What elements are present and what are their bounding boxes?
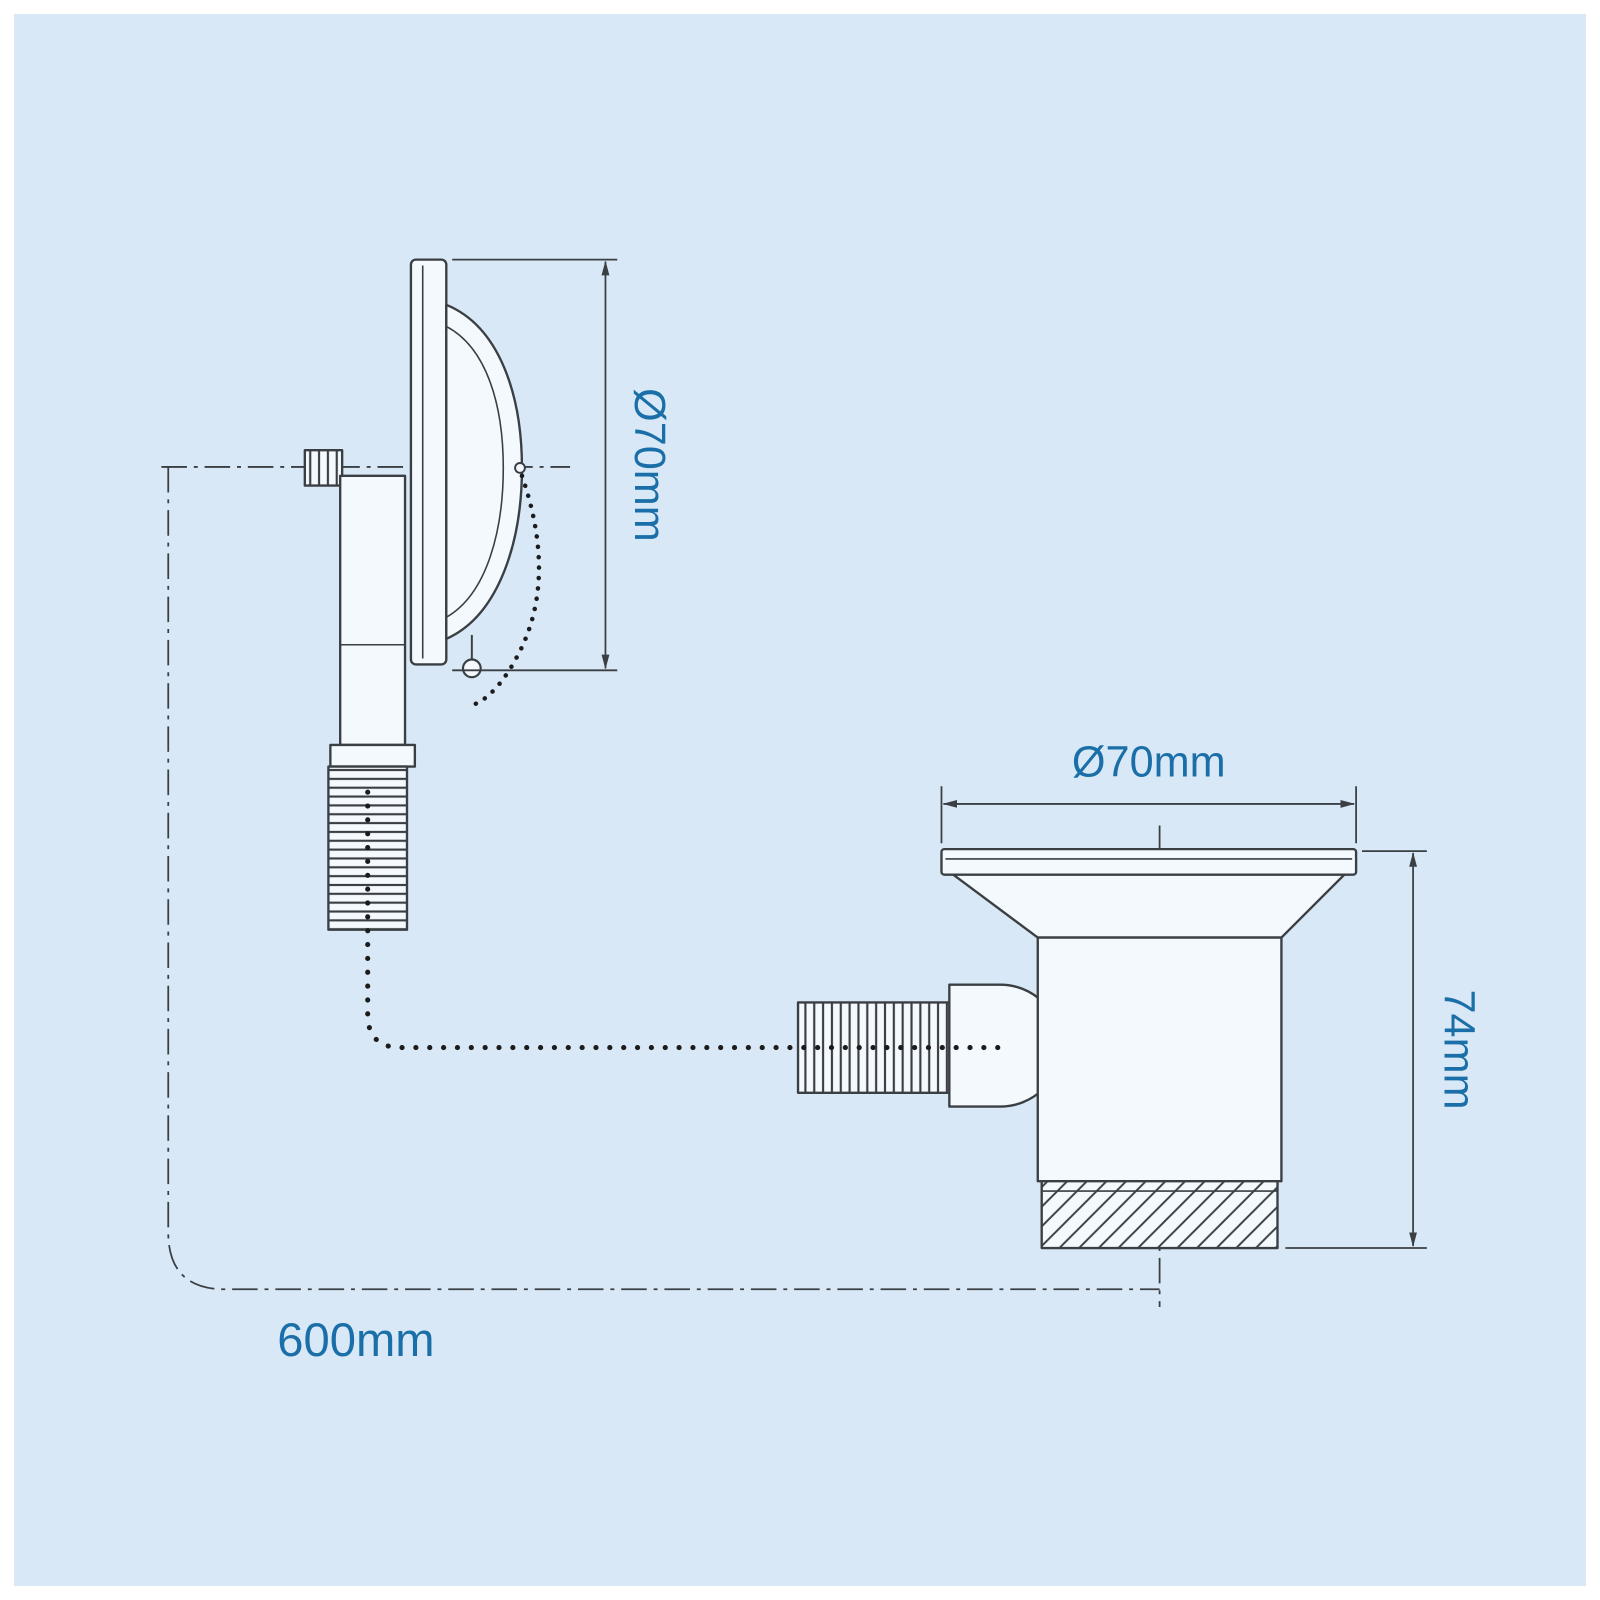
waste-taper [952, 873, 1346, 939]
waste-diameter-dimension: Ø70mm [940, 738, 1357, 844]
diagram-background: 600mm [14, 14, 1586, 1586]
overflow-assembly [303, 258, 542, 931]
cable-length-dimension: 600mm [167, 466, 1160, 1366]
overflow-faceplate [409, 258, 448, 666]
waste-thread [1040, 1180, 1279, 1250]
cable-length-label: 600mm [277, 1313, 434, 1366]
screw-stub [303, 449, 344, 487]
plug [461, 658, 482, 679]
diagram-canvas: 600mm [161, 258, 1483, 1366]
chain-anchor [514, 462, 526, 474]
waste-diameter-label: Ø70mm [1072, 738, 1226, 786]
waste-height-label: 74mm [1435, 990, 1483, 1110]
waste-flange [940, 847, 1358, 876]
overflow-diameter-dimension: Ø70mm [452, 258, 673, 672]
overflow-housing [339, 474, 407, 747]
collar-nut [329, 743, 417, 768]
overflow-diameter-label: Ø70mm [625, 388, 673, 542]
waste-body [1036, 936, 1283, 1183]
waste-height-dimension: 74mm [1285, 850, 1483, 1249]
overflow-dome [445, 303, 524, 641]
cable-length-dimension-line [167, 466, 1160, 1291]
dome-inner-arc [445, 325, 505, 618]
waste-fitting [796, 847, 1358, 1250]
pull-cable-dots [365, 789, 1007, 1051]
